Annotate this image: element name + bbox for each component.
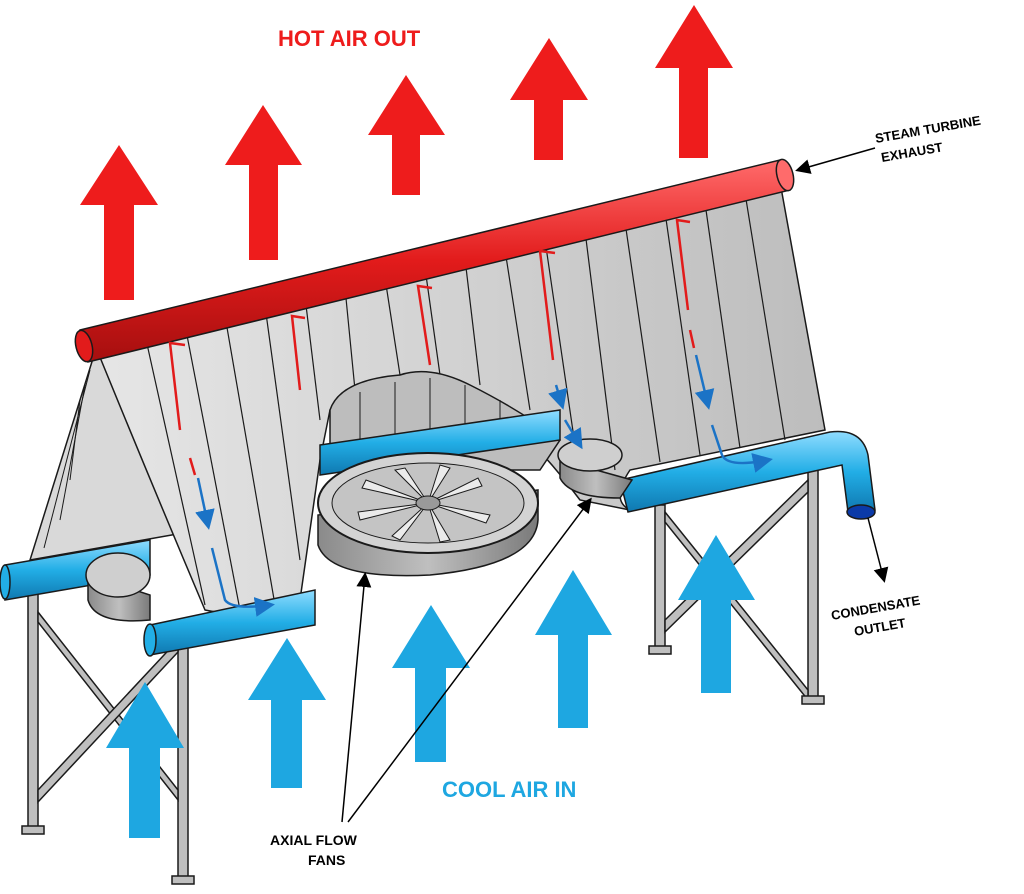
- left-brace-2: [37, 638, 179, 804]
- left-leg-front: [177, 639, 189, 881]
- cool-arrow-5: [678, 535, 755, 693]
- hot-arrow-4: [510, 38, 588, 160]
- axial-fans-label-line1: AXIAL FLOW: [270, 832, 358, 848]
- hot-air-out-label: HOT AIR OUT: [278, 26, 421, 51]
- left-leg-back: [27, 579, 39, 831]
- callout-lines: [341, 147, 889, 823]
- axial-fan-left: [85, 552, 151, 622]
- fan-callout-line-2: [347, 497, 592, 823]
- axial-fans-label-line2: FANS: [308, 852, 345, 868]
- hot-arrow-3: [368, 75, 445, 195]
- condensate-pipe-right: [619, 430, 876, 520]
- axial-fan-center: [317, 452, 539, 577]
- tube-fin-lines: [144, 192, 786, 611]
- right-leg-back: [654, 504, 666, 651]
- steam-callout-line: [795, 147, 876, 174]
- right-leg-front: [807, 459, 819, 701]
- cool-arrow-4: [535, 570, 612, 728]
- cool-arrow-2: [248, 638, 326, 788]
- cool-arrow-3: [392, 605, 470, 762]
- cool-air-arrows: [106, 535, 755, 838]
- hot-arrow-5: [655, 5, 733, 158]
- condensate-label-line1: CONDENSATE: [830, 592, 922, 622]
- tube-flow-arrows: [168, 218, 773, 617]
- fan-blades: [357, 464, 491, 543]
- fan-callout-line-1: [341, 572, 372, 823]
- hot-arrow-1: [80, 145, 158, 300]
- cool-arrow-1: [106, 682, 184, 838]
- hot-air-arrows: [80, 5, 733, 300]
- hot-arrow-2: [225, 105, 302, 260]
- condensate-callout-line: [867, 517, 889, 583]
- condensate-label-line2: OUTLET: [853, 615, 907, 639]
- back-panel-lines: [43, 369, 91, 549]
- cool-air-in-label: COOL AIR IN: [442, 777, 576, 802]
- steam-header-pipe: [74, 158, 795, 363]
